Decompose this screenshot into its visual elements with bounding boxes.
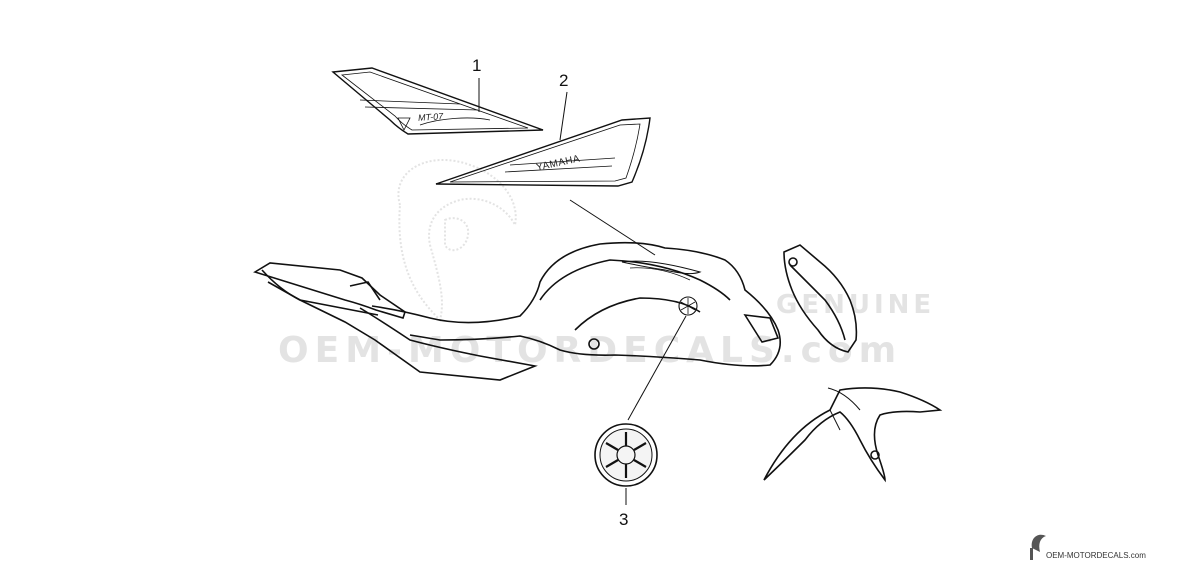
motorcycle-body-outline <box>253 241 781 381</box>
decal-1-model-text: MT-07 <box>417 111 444 123</box>
watermark-text: OEM-MOTORDECALS.com <box>278 330 903 371</box>
emblem-3-tuning-fork-icon <box>594 423 658 487</box>
watermark-genuine: GENUINE <box>776 290 936 320</box>
footer-site-text: OEM-MOTORDECALS.com <box>1046 551 1146 560</box>
front-cowl-outline <box>783 244 858 353</box>
decal-2-yamaha <box>435 117 651 187</box>
leader-lines <box>478 78 687 505</box>
callout-number-1: 1 <box>472 56 482 75</box>
watermark-mascot-icon <box>397 159 517 322</box>
callout-number-3: 3 <box>619 510 629 529</box>
front-fender-outline <box>763 387 943 483</box>
footer-mascot-icon <box>1030 534 1046 560</box>
callout-number-2: 2 <box>559 71 569 90</box>
decal-1-mt07 <box>331 67 544 135</box>
